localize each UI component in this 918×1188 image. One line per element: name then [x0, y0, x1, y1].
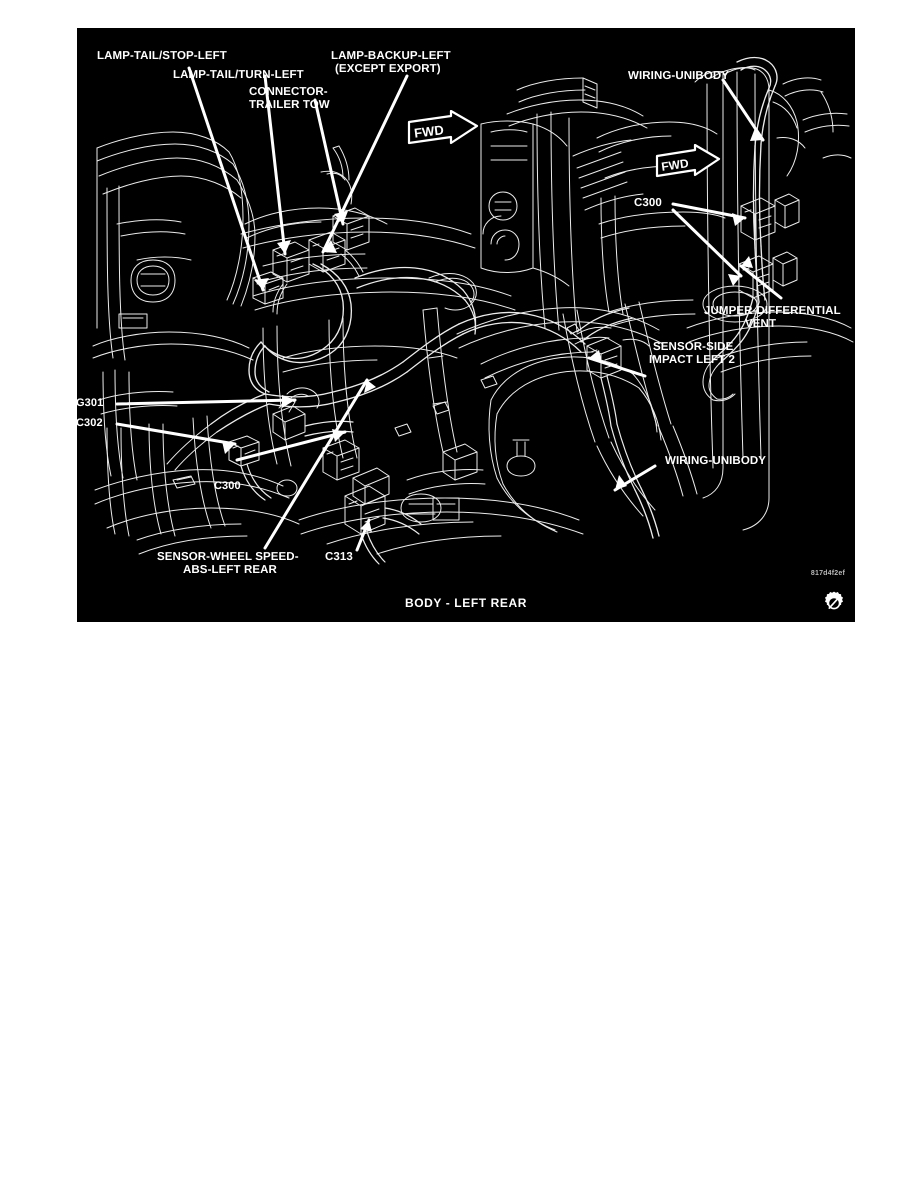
callout-c302: C302 — [77, 417, 103, 429]
callout-c300-right: C300 — [634, 197, 662, 209]
callout-lamp-backup-left-line2: (EXCEPT EXPORT) — [335, 63, 441, 75]
fwd-arrow-right: FWD — [655, 144, 721, 178]
callout-connector-trailer-tow-line1: CONNECTOR- — [249, 86, 328, 98]
callout-lamp-backup-left-line1: LAMP-BACKUP-LEFT — [331, 50, 451, 62]
callout-sensor-wheel-speed-line1: SENSOR-WHEEL SPEED- — [157, 551, 299, 563]
fwd-arrow-center-label: FWD — [413, 122, 444, 140]
callout-lamp-tail-stop-left: LAMP-TAIL/STOP-LEFT — [97, 50, 227, 62]
gear-slash-icon — [825, 591, 843, 610]
callout-c313: C313 — [325, 551, 353, 563]
callout-leader-lines — [115, 66, 783, 552]
figure-caption: BODY - LEFT REAR — [404, 596, 528, 610]
callout-connector-trailer-tow-line2: TRAILER TOW — [249, 99, 330, 111]
callout-c300-left: C300 — [214, 480, 241, 492]
callout-wiring-unibody-top: WIRING-UNIBODY — [628, 70, 730, 82]
figure-panel: FWD FWD LAMP-TAIL/STOP-LEFT LAMP-TAIL/TU… — [77, 28, 855, 622]
fwd-arrow-center: FWD — [407, 110, 479, 145]
callout-jumper-differential-vent-line1: JUMPER-DIFFERENTIAL — [704, 305, 841, 317]
callout-lamp-tail-turn-left: LAMP-TAIL/TURN-LEFT — [173, 69, 304, 81]
callout-jumper-differential-vent-line2: VENT — [745, 318, 777, 330]
callout-sensor-side-impact-left-2-line2: IMPACT LEFT 2 — [649, 354, 736, 366]
figure-reference-id: 817d4f2ef — [810, 570, 845, 577]
figure-illustration — [92, 56, 854, 565]
callout-sensor-wheel-speed-line2: ABS-LEFT REAR — [183, 564, 277, 576]
callout-sensor-side-impact-left-2-line1: SENSOR-SIDE — [653, 341, 734, 353]
fwd-arrow-right-label: FWD — [660, 156, 689, 174]
callout-wiring-unibody-bottom: WIRING-UNIBODY — [665, 455, 767, 467]
callout-g301: G301 — [77, 397, 104, 409]
